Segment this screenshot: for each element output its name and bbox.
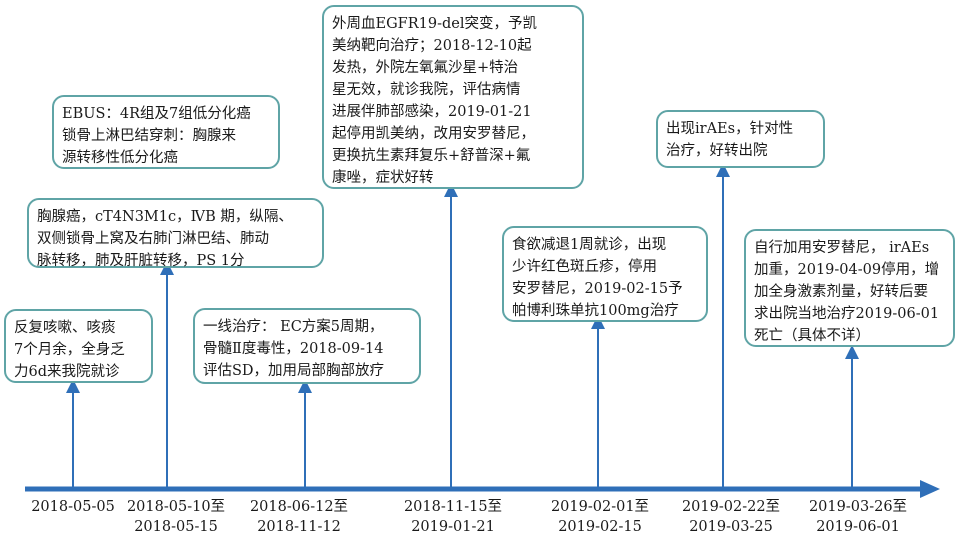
tick-label-4: 2018-11-15至 2019-01-21 — [403, 499, 503, 535]
tick-label-7: 2019-03-26至 2019-06-01 — [808, 499, 908, 535]
tick-label-5: 2019-02-01至 2019-02-15 — [550, 499, 650, 535]
event-box-first-line: 一线治疗： EC方案5周期， 骨髓Ⅱ度毒性，2018-09-14 评估SD，加用… — [193, 308, 421, 384]
timeline-axis-arrowhead — [920, 480, 940, 498]
event-box-egfr-targeted: 外周血EGFR19-del突变，予凯 美纳靶向治疗；2018-12-10起 发热… — [322, 5, 584, 189]
event-box-outcome: 自行加用安罗替尼， irAEs 加重，2019-04-09停用，增 加全身激素剂… — [744, 229, 955, 347]
event-box-iraes: 出现irAEs，针对性 治疗，好转出院 — [656, 110, 825, 168]
tick-label-2: 2018-05-10至 2018-05-15 — [126, 499, 226, 535]
event-box-diagnosis: 胸腺癌，cT4N3M1c，ⅣB 期，纵隔、 双侧锁骨上窝及右肺门淋巴结、肺动 脉… — [27, 198, 324, 269]
tick-label-6: 2019-02-22至 2019-03-25 — [681, 499, 781, 535]
tick-label-3: 2018-06-12至 2018-11-12 — [249, 499, 349, 535]
event-box-initial-visit: 反复咳嗽、咳痰 7个月余，全身乏 力6d来我院就诊 — [4, 309, 153, 383]
tick-label-1: 2018-05-05 — [31, 499, 115, 515]
event-box-ebus: EBUS：4R组及7组低分化癌 锁骨上淋巴结穿刺：胸腺来 源转移性低分化癌 — [52, 95, 280, 169]
event-box-pembrolizumab: 食欲减退1周就诊，出现 少许红色斑丘疹，停用 安罗替尼，2019-02-15予 … — [502, 226, 708, 322]
